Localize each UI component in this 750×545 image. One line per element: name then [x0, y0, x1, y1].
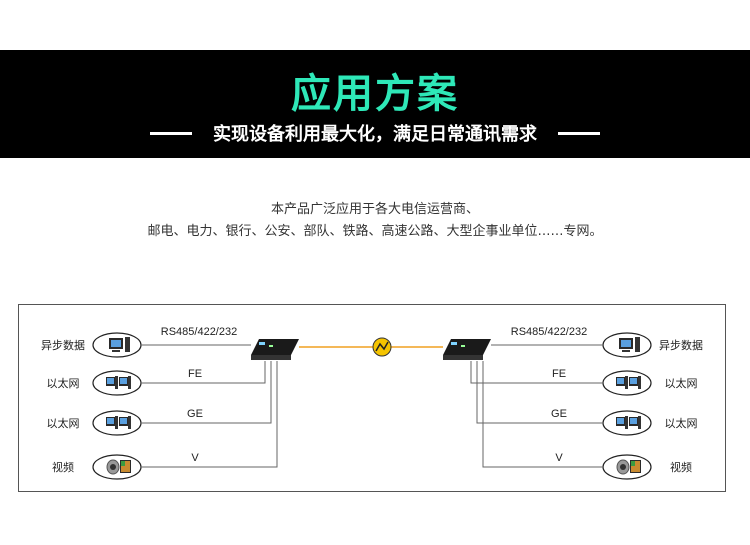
line-label: FE [552, 368, 566, 380]
line-label: GE [551, 408, 567, 420]
application-diagram: 异步数据 RS485/422/232 以太网 FE 以太网 GE 视频 V 异步数据 RS485… [18, 304, 726, 492]
camera-monitor-icon [616, 459, 641, 475]
intro-line-1: 本产品广泛应用于各大电信运营商、 [270, 202, 479, 217]
optical-transceiver-icon [443, 339, 491, 360]
row-label: 异步数据 [659, 338, 703, 352]
row-label: 以太网 [665, 377, 698, 390]
row-label: 以太网 [47, 417, 80, 430]
line-label: FE [188, 368, 202, 380]
connection-line [141, 361, 278, 468]
ethernet-computers-icon [106, 416, 131, 429]
left-side: 异步数据 RS485/422/232 以太网 FE 以太网 GE 视频 V [41, 326, 278, 480]
page-title: 应用方案 [291, 71, 459, 117]
page-subtitle-row: 实现设备利用最大化，满足日常通讯需求 [0, 120, 750, 146]
optical-transceiver-icon [251, 339, 299, 360]
line-label: V [191, 452, 199, 464]
diagram-canvas: 异步数据 RS485/422/232 以太网 FE 以太网 GE 视频 V 异步数据 RS485… [41, 326, 703, 480]
right-side: 异步数据 RS485/422/232 以太网 FE 以太网 GE 视频 V [470, 326, 703, 480]
subtitle-dash-right [558, 132, 600, 135]
page-subtitle: 实现设备利用最大化，满足日常通讯需求 [213, 124, 537, 145]
intro-line-2: 邮电、电力、银行、公安、部队、铁路、高速公路、大型企事业单位……专网。 [147, 224, 603, 239]
row-label: 视频 [52, 460, 74, 474]
row-label: 以太网 [47, 377, 80, 390]
line-label: RS485/422/232 [511, 326, 587, 338]
ethernet-computers-icon [106, 376, 131, 389]
line-label: V [555, 452, 563, 464]
line-label: GE [187, 408, 203, 420]
row-label: 异步数据 [41, 338, 85, 352]
ethernet-computers-icon [616, 416, 641, 429]
connection-line [476, 361, 603, 424]
subtitle-dash-left [150, 132, 192, 135]
ethernet-computers-icon [616, 376, 641, 389]
row-label: 视频 [670, 460, 692, 474]
fiber-link-icon [372, 337, 392, 357]
connection-line [141, 361, 272, 424]
connection-line [482, 361, 603, 468]
line-label: RS485/422/232 [161, 326, 237, 338]
header-banner: 应用方案 实现设备利用最大化，满足日常通讯需求 [0, 50, 750, 158]
camera-monitor-icon [106, 459, 131, 475]
computer-icon [109, 337, 130, 352]
connection-line [141, 361, 266, 384]
computer-icon [619, 337, 640, 352]
row-label: 以太网 [665, 417, 698, 430]
connection-line [470, 361, 603, 384]
